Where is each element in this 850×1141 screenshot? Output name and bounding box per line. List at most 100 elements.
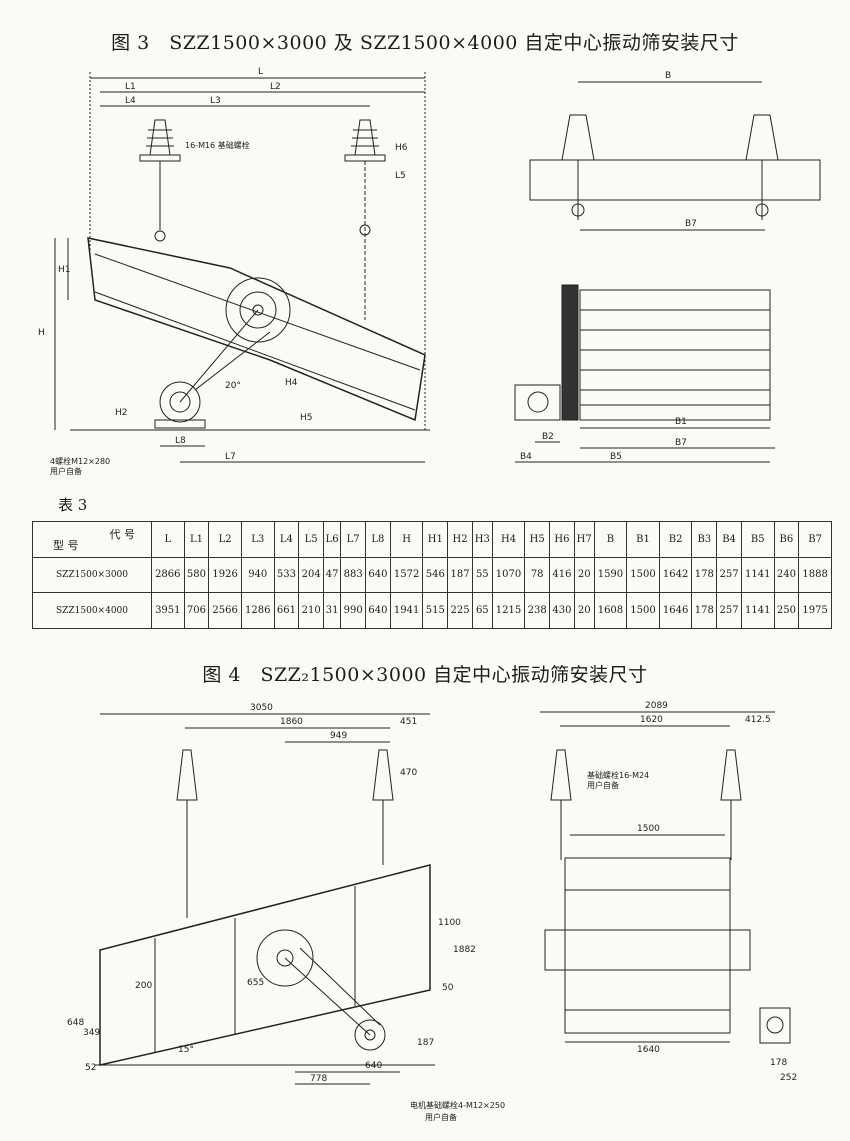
dim-L8: L8: [175, 436, 186, 446]
table-row: SZZ1500×3000 2866 580 1926 940 533 204 4…: [32, 556, 832, 594]
col-B6: B6: [773, 521, 800, 558]
fig4-front-view: 2089 1620 412.5 基础螺栓16-M24 用户自备 1500 164…: [525, 690, 825, 1130]
table-cell: 238: [524, 592, 551, 629]
dim-H2: H2: [115, 408, 128, 418]
col-B: B: [593, 521, 628, 558]
col-L3: L3: [240, 521, 275, 558]
dim-640: 640: [365, 1061, 382, 1071]
table-cell: 1608: [593, 592, 628, 629]
dim-B1: B1: [675, 417, 687, 427]
dim-L3: L3: [210, 96, 221, 106]
dim-L4: L4: [125, 96, 136, 106]
motor-icon: [514, 384, 561, 421]
table-corner: 代 号 型 号: [32, 521, 152, 558]
spring-hanger-right-icon: [372, 749, 394, 865]
spring-hanger-right-icon: [745, 114, 779, 220]
table-cell: 257: [716, 592, 742, 629]
dim-349: 349: [83, 1028, 100, 1038]
table-caption: 表 3: [58, 496, 88, 514]
table-cell: 240: [773, 556, 800, 594]
table-cell: 187: [447, 556, 473, 594]
table-cell: 1500: [626, 556, 660, 594]
col-H: H: [389, 521, 424, 558]
col-B3: B3: [691, 521, 718, 558]
dim-648: 648: [67, 1018, 84, 1028]
dim-B2: B2: [542, 432, 554, 442]
dim-1500: 1500: [637, 824, 660, 834]
dim-655: 655: [247, 978, 264, 988]
table-cell: 250: [773, 592, 800, 629]
table-cell: 706: [183, 592, 210, 629]
dim-200: 200: [135, 981, 152, 991]
table-cell: 257: [716, 556, 742, 594]
dim-angle-20: 20°: [225, 381, 241, 391]
col-B7: B7: [798, 521, 832, 558]
table-cell: 1141: [740, 592, 775, 629]
corner-model-label: 型 号: [53, 538, 79, 552]
dim-187: 187: [417, 1038, 434, 1048]
table-cell: 1590: [593, 556, 628, 594]
label-motor-bolt: 电机基础螺栓4-M12×250: [410, 1100, 505, 1110]
table-cell: 2866: [151, 556, 185, 594]
row-model: SZZ1500×4000: [32, 592, 152, 629]
figure-4-title: 图 4 SZZ₂1500×3000 自定中心振动筛安装尺寸: [202, 664, 648, 686]
table-cell: 47: [323, 556, 342, 594]
fig4-side-view: 3050 1860 451 949 470 655 1100 1882 200 …: [55, 690, 505, 1130]
col-L2: L2: [208, 521, 242, 558]
col-L4: L4: [273, 521, 300, 558]
table-cell: 1215: [491, 592, 526, 629]
dim-178: 178: [770, 1058, 787, 1068]
col-L8: L8: [365, 521, 391, 558]
col-L5: L5: [298, 521, 325, 558]
dim-H4: H4: [285, 378, 298, 388]
dim-2089: 2089: [645, 701, 668, 711]
table-cell: 533: [273, 556, 300, 594]
col-B5: B5: [740, 521, 775, 558]
table-cell: 1941: [389, 592, 424, 629]
spring-hanger-left-icon: [561, 114, 595, 220]
table-cell: 1888: [798, 556, 832, 594]
label-bolt-16m16: 16-M16 基础螺栓: [185, 140, 250, 150]
table-cell: 430: [549, 592, 575, 629]
fig3-front-view: B B7 B1 B2 B7 B4 B5: [500, 60, 840, 480]
fig3-side-view: L L1 L2 L4 L3 16-M16 基础螺栓 H6 L5 H H1 H2: [30, 60, 450, 480]
dim-1640: 1640: [637, 1045, 660, 1055]
dim-B7-top: B7: [685, 219, 697, 229]
col-L1: L1: [183, 521, 210, 558]
table-cell: 515: [422, 592, 449, 629]
label-bolt-16m24: 基础螺栓16-M24: [587, 770, 649, 780]
table-cell: 1646: [658, 592, 693, 629]
dim-50: 50: [442, 983, 454, 993]
dim-252: 252: [780, 1073, 797, 1083]
label-user-supplied: 用户自备: [50, 466, 82, 476]
table-cell: 1286: [240, 592, 275, 629]
dim-H6: H6: [395, 143, 408, 153]
spring-hanger-right-icon: [344, 119, 386, 320]
col-H2: H2: [447, 521, 473, 558]
table-cell: 416: [549, 556, 575, 594]
table-cell: 1141: [740, 556, 775, 594]
col-L6: L6: [323, 521, 342, 558]
table-cell: 204: [298, 556, 325, 594]
figure-3-title: 图 3 SZZ1500×3000 及 SZZ1500×4000 自定中心振动筛安…: [111, 32, 739, 54]
table-cell: 990: [340, 592, 367, 629]
dim-L7: L7: [225, 452, 236, 462]
dim-B7: B7: [675, 438, 687, 448]
col-B1: B1: [626, 521, 660, 558]
table-cell: 1572: [389, 556, 424, 594]
dim-778: 778: [310, 1074, 327, 1084]
dim-B4: B4: [520, 452, 532, 462]
col-L: L: [151, 521, 185, 558]
col-H6: H6: [549, 521, 575, 558]
table-cell: 78: [524, 556, 551, 594]
spring-hanger-left-icon: [550, 749, 572, 860]
col-H1: H1: [422, 521, 449, 558]
table-cell: 20: [573, 556, 595, 594]
table-cell: 65: [471, 592, 493, 629]
dim-15deg: 15°: [178, 1045, 194, 1055]
table-cell: 883: [340, 556, 367, 594]
dim-B: B: [665, 71, 671, 81]
dim-H5: H5: [300, 413, 313, 423]
motor-icon: [154, 381, 206, 429]
table-cell: 178: [691, 556, 718, 594]
